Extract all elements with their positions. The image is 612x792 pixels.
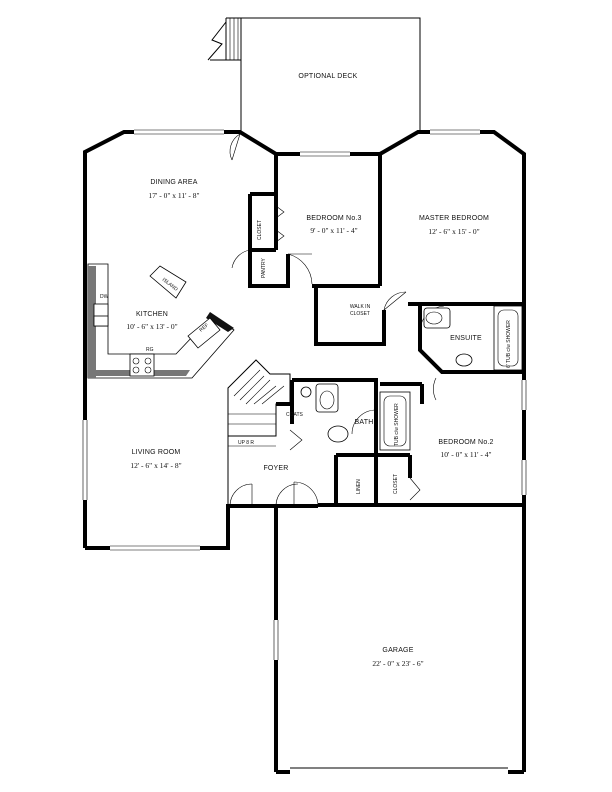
bedroom2-label: BEDROOM No.2 [438,439,493,446]
dw-label: DW [100,294,109,300]
up-stairs-label: UP 8 R [238,440,254,446]
kitchen-island [149,265,187,299]
kitchen-dims: 10' - 6" x 13' - 0" [126,322,177,331]
ensuite-tub-label: 6' TUB c/w SHOWER [506,320,512,368]
ref-label: REF [198,323,210,334]
ensuite-fixtures [423,305,523,371]
closet2-label: CLOSET [393,474,399,494]
bedroom3-label: BEDROOM No.3 [306,215,361,222]
closet-label: CLOSET [257,220,263,240]
patio-door[interactable] [229,133,241,161]
living-room-dims: 12' - 6" x 14' - 8" [130,461,181,470]
labels: OPTIONAL DECK DINING AREA 17' - 0" x 11'… [100,73,512,668]
windows [82,129,527,769]
bath-fixtures [300,383,411,451]
garage-dims: 22' - 0" x 23' - 6" [372,659,423,668]
foyer-label: FOYER [263,465,288,472]
rg-label: RG [146,347,154,353]
pantry-label: PANTRY [261,258,267,278]
interior-walls [227,154,524,508]
bath-tub-label: TUB c/w SHOWER [394,403,400,446]
master-bedroom-dims: 12' - 6" x 15' - 0" [428,227,479,236]
kitchen-counter [87,263,235,379]
bath-label: BATH [355,419,374,426]
kitchen-label: KITCHEN [136,311,168,318]
linen-label: LINEN [356,479,362,494]
living-room-label: LIVING ROOM [132,449,181,456]
dining-area-dims: 17' - 0" x 11' - 8" [148,191,199,200]
closet-rods [275,205,303,451]
walk-in-label-2: CLOSET [350,311,370,317]
walk-in-label-1: WALK IN [350,304,371,310]
doors[interactable] [229,249,445,507]
stairs [227,359,291,447]
optional-deck [207,17,421,132]
coats-label: COATS [286,412,304,418]
ensuite-label: ENSUITE [450,335,482,342]
deck-stairs [207,18,241,61]
bedroom3-dims: 9' - 0" x 11' - 4" [310,226,357,235]
dining-area-label: DINING AREA [150,179,197,186]
garage-label: GARAGE [382,647,413,654]
bedroom2-dims: 10' - 0" x 11' - 4" [440,450,491,459]
optional-deck-label: OPTIONAL DECK [298,73,357,80]
master-bedroom-label: MASTER BEDROOM [419,215,489,222]
